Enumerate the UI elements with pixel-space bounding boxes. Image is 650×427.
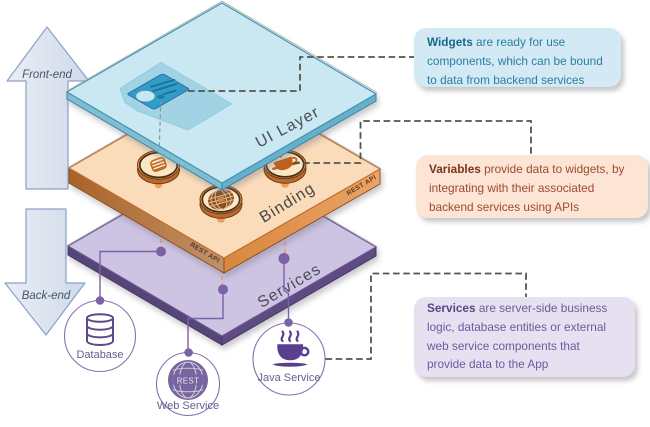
svg-text:Front-end: Front-end bbox=[22, 69, 72, 81]
svg-text:Web Service: Web Service bbox=[157, 400, 219, 412]
svg-text:Back-end: Back-end bbox=[22, 290, 71, 302]
svg-text:Database: Database bbox=[76, 349, 123, 361]
svg-text:REST: REST bbox=[177, 377, 200, 386]
svg-text:Java Service: Java Service bbox=[258, 372, 321, 384]
